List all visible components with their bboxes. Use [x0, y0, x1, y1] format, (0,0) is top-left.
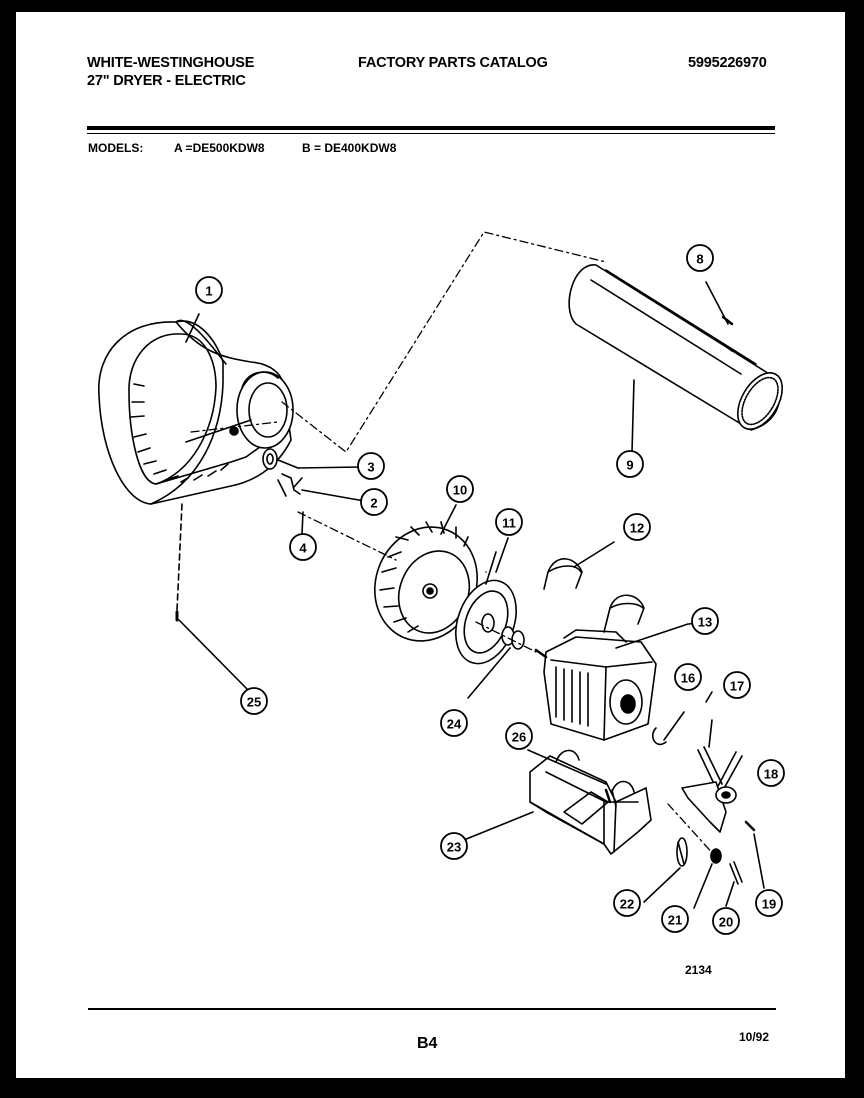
exhaust-duct-part [568, 264, 784, 431]
housing-screw-part [175, 503, 249, 691]
callout-8: 8 [696, 252, 703, 267]
revision-date: 10/92 [739, 1030, 770, 1044]
callout-24: 24 [447, 717, 462, 732]
callout-10: 10 [453, 483, 467, 498]
footer-rule [88, 1008, 776, 1010]
callout-20: 20 [719, 915, 733, 930]
callout-19: 19 [762, 897, 776, 912]
models-label: MODELS: [88, 141, 144, 155]
drawing-number: 2134 [685, 963, 712, 977]
page-code: B4 [417, 1035, 438, 1052]
idler-spring-part [651, 711, 685, 746]
motor-clip-parts [543, 541, 645, 633]
callout-11: 11 [502, 516, 516, 531]
callout-18: 18 [764, 767, 778, 782]
callout-21: 21 [668, 913, 682, 928]
idler-arm-part [681, 719, 765, 889]
blower-housing-part [98, 319, 294, 505]
model-a: A =DE500KDW8 [174, 141, 265, 155]
header-rule-thick [87, 126, 775, 130]
idler-hardware-parts [643, 837, 743, 909]
callout-26: 26 [512, 730, 526, 745]
callout-3: 3 [367, 460, 374, 475]
catalog-title: FACTORY PARTS CATALOG [358, 55, 548, 71]
catalog-number: 5995226970 [688, 55, 767, 71]
callout-4: 4 [299, 541, 307, 556]
callout-23: 23 [447, 840, 461, 855]
callout-2: 2 [370, 496, 377, 511]
motor-mount-part [453, 749, 652, 855]
header-rule-thin [87, 133, 775, 134]
callout-12: 12 [630, 521, 644, 536]
model-b: B = DE400KDW8 [302, 141, 397, 155]
callout-16: 16 [681, 671, 695, 686]
callout-22: 22 [620, 897, 634, 912]
callout-17: 17 [730, 679, 744, 694]
callout-13: 13 [698, 615, 712, 630]
seal-plate-part [455, 551, 517, 665]
brand-line-1: WHITE-WESTINGHOUSE [87, 55, 255, 71]
callout-25: 25 [247, 695, 261, 710]
drive-motor-part [534, 623, 689, 741]
bearing-clip-parts [262, 448, 303, 497]
brand-line-2: 27" DRYER - ELECTRIC [87, 73, 246, 89]
catalog-page: WHITE-WESTINGHOUSE 27" DRYER - ELECTRIC … [16, 12, 845, 1078]
callout-1: 1 [205, 284, 212, 299]
callout-9: 9 [626, 458, 633, 473]
exploded-parts-diagram: 1 2 3 4 8 9 10 11 12 13 16 17 18 19 20 2… [98, 231, 785, 935]
